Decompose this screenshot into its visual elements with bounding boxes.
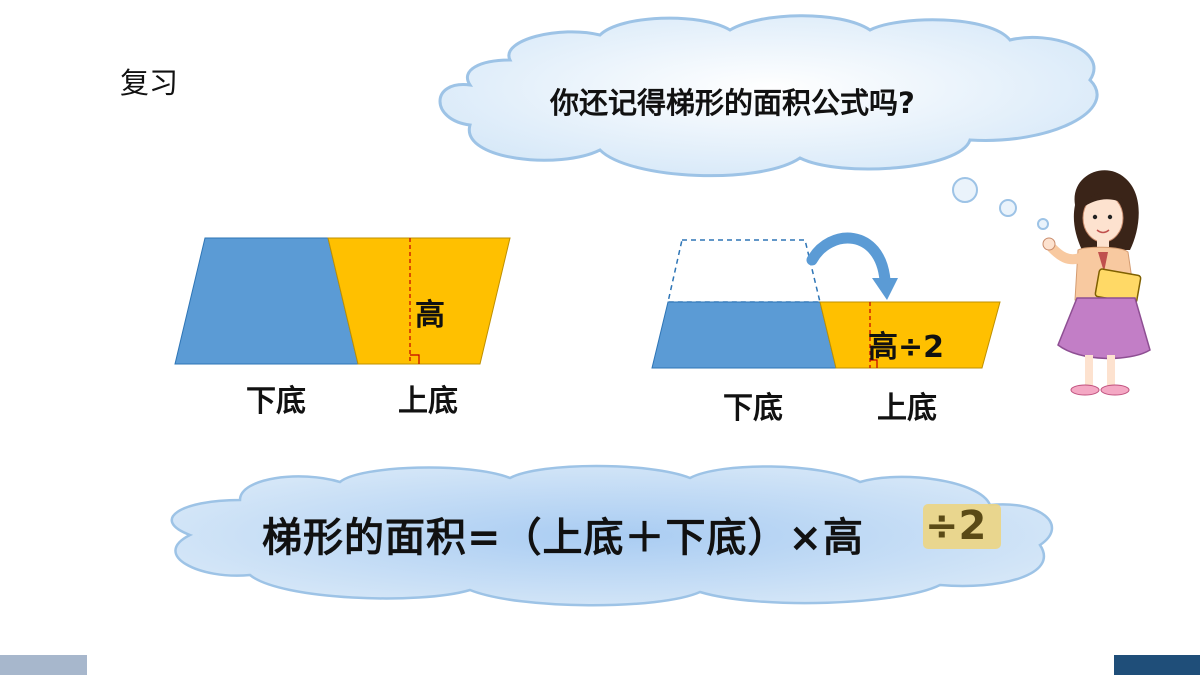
curved-arrow-icon	[806, 232, 898, 300]
footer-bar-left	[0, 655, 87, 675]
right-blue-half	[651, 301, 837, 369]
left-figure	[174, 237, 511, 365]
left-height-label: 高	[415, 298, 445, 333]
right-figure	[651, 232, 1001, 369]
left-right-angle-mark	[410, 354, 420, 364]
left-blue-trapezoid	[174, 237, 359, 365]
moved-half-outline	[667, 239, 821, 303]
cloud-bubble-large	[952, 177, 978, 203]
left-yellow-trapezoid	[327, 237, 511, 365]
right-right-angle-mark	[870, 359, 878, 368]
formula-cloud	[170, 464, 1054, 607]
footer-bar-right	[1114, 655, 1200, 675]
right-height-label: 高÷2	[868, 330, 945, 365]
right-bottom-base-label: 下底	[723, 391, 783, 426]
formula-divide-two: ÷2	[925, 503, 987, 549]
question-text: 你还记得梯形的面积公式吗?	[550, 86, 915, 120]
thought-cloud	[438, 14, 1099, 230]
left-bottom-base-label: 下底	[246, 384, 306, 419]
cloud-bubble-small	[1037, 218, 1049, 230]
teacher-illustration	[1042, 170, 1151, 396]
formula-highlight-box	[923, 504, 1001, 549]
right-top-base-label: 上底	[877, 391, 937, 426]
slide-title: 复习	[120, 66, 179, 100]
cloud-bubble-medium	[999, 199, 1017, 217]
formula-text: 梯形的面积=（上底＋下底）×高	[262, 515, 865, 561]
left-top-base-label: 上底	[398, 384, 458, 419]
right-yellow-half	[819, 301, 1001, 369]
